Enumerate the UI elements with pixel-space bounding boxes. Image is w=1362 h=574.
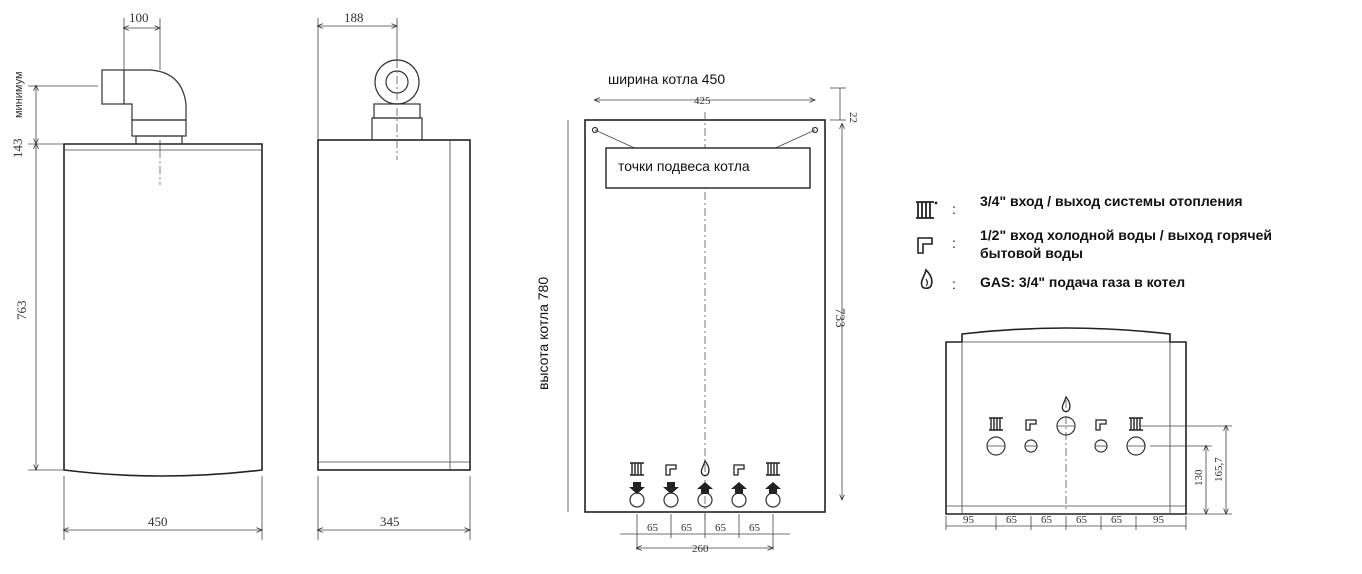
bottom-dim-spacing-6: 95	[1153, 514, 1165, 526]
rear-dim-260: 260	[692, 543, 709, 555]
bottom-dim-spacing-1: 95	[963, 514, 975, 526]
legend-gas-text: GAS: 3/4" подача газа в котел	[980, 274, 1185, 290]
flame-icon	[700, 459, 710, 477]
side-dim-188: 188	[344, 10, 364, 25]
rear-dim-22: 22	[847, 112, 859, 123]
front-dim-min-label: минимум	[13, 71, 25, 118]
rear-width-label: ширина котла 450	[608, 71, 725, 87]
legend-row-heating: : 3/4" вход / выход системы отопления	[916, 193, 1243, 219]
radiator-icon	[766, 462, 780, 476]
front-dim-763: 763	[14, 301, 29, 321]
bottom-dim-165: 165,7	[1213, 457, 1225, 482]
bottom-connections	[986, 395, 1146, 512]
front-view: 100 минимум 143 763 450	[10, 10, 263, 540]
rear-connection-heating-out	[629, 482, 645, 508]
tap-icon	[733, 464, 745, 476]
bottom-dim-spacing-4: 65	[1076, 514, 1088, 526]
flame-icon	[1061, 395, 1071, 413]
rear-connection-gas	[697, 482, 713, 508]
mount-points-box	[605, 147, 811, 189]
rear-view: точки подвеса котла ширина котла 450 425…	[535, 71, 859, 555]
front-dim-450: 450	[148, 514, 168, 529]
legend-colon-2: :	[952, 235, 956, 251]
bottom-dim-spacing-2: 65	[1006, 514, 1018, 526]
front-dim-100: 100	[129, 10, 149, 25]
rear-dim-733: 733	[833, 308, 848, 328]
side-boiler-body	[317, 139, 471, 471]
side-flue-pipe	[371, 59, 423, 160]
front-dim-143: 143	[10, 139, 25, 159]
tap-icon	[1025, 419, 1037, 431]
rear-dim-425: 425	[694, 95, 711, 107]
tap-icon	[917, 237, 933, 254]
front-boiler-body	[63, 143, 263, 477]
legend-water-text-2: бытовой воды	[980, 245, 1083, 261]
legend-colon-1: :	[952, 201, 956, 217]
rear-height-label: высота котла 780	[535, 277, 551, 390]
bottom-dim-130: 130	[1193, 469, 1205, 486]
rear-connection-heating-in	[765, 482, 781, 508]
side-dim-345: 345	[380, 514, 400, 529]
rear-connections	[629, 459, 781, 508]
side-view: 188 345	[317, 10, 471, 540]
bottom-view: 95 65 65 65 65 95 130 165,7	[945, 327, 1232, 530]
tap-icon	[1095, 419, 1107, 431]
rear-dim-spacing-2: 65	[681, 522, 693, 534]
legend-heating-text: 3/4" вход / выход системы отопления	[980, 193, 1243, 209]
flame-icon	[920, 268, 933, 290]
mount-points-label: точки подвеса котла	[618, 158, 750, 174]
legend-colon-3: :	[952, 276, 956, 292]
radiator-icon	[630, 462, 644, 476]
rear-connection-hot-water	[663, 482, 679, 508]
radiator-icon	[916, 201, 938, 219]
bottom-dim-spacing-3: 65	[1041, 514, 1053, 526]
radiator-icon	[989, 417, 1003, 431]
legend: : 3/4" вход / выход системы отопления : …	[916, 193, 1272, 292]
rear-dim-spacing-3: 65	[715, 522, 727, 534]
rear-connection-cold-water	[731, 482, 747, 508]
legend-row-gas: : GAS: 3/4" подача газа в котел	[920, 268, 1185, 292]
radiator-icon	[1129, 417, 1143, 431]
rear-dim-spacing-1: 65	[647, 522, 659, 534]
tap-icon	[665, 464, 677, 476]
rear-dim-spacing-4: 65	[749, 522, 761, 534]
bottom-dim-spacing-5: 65	[1111, 514, 1123, 526]
front-flue-elbow	[101, 69, 187, 150]
legend-water-text-1: 1/2" вход холодной воды / выход горячей	[980, 227, 1272, 243]
legend-row-water: : 1/2" вход холодной воды / выход горяче…	[917, 227, 1272, 261]
